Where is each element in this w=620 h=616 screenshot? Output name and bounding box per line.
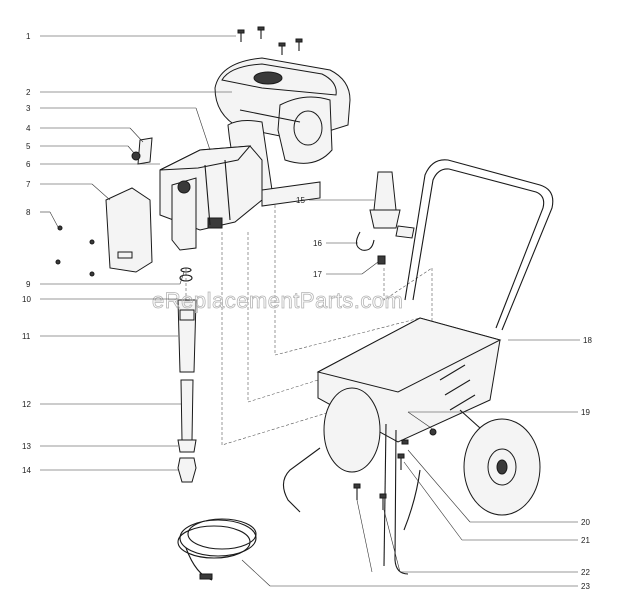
callout-13: 13 xyxy=(22,442,31,451)
gasket-plate xyxy=(131,137,153,165)
callout-6: 6 xyxy=(26,160,31,169)
callout-18: 18 xyxy=(583,336,592,345)
pump-lower-assembly xyxy=(177,267,197,483)
callout-2: 2 xyxy=(26,88,31,97)
callout-21: 21 xyxy=(581,536,590,545)
front-cover xyxy=(55,187,153,277)
top-bolts xyxy=(237,26,303,55)
callout-9: 9 xyxy=(26,280,31,289)
callout-leaders xyxy=(40,35,580,587)
hardware-bolts xyxy=(353,428,437,510)
callout-1: 1 xyxy=(26,32,31,41)
watermark-text: eReplacementParts.com xyxy=(152,288,403,313)
callout-22: 22 xyxy=(581,568,590,577)
callout-5: 5 xyxy=(26,142,31,151)
callout-11: 11 xyxy=(22,332,31,341)
spray-hose xyxy=(177,518,257,581)
callout-7: 7 xyxy=(26,180,31,189)
callout-16: 16 xyxy=(313,239,322,248)
callout-20: 20 xyxy=(581,518,590,527)
callout-17: 17 xyxy=(313,270,322,279)
callout-14: 14 xyxy=(22,466,31,475)
cart-frame xyxy=(282,159,554,575)
callout-numbers: 1 2 3 4 5 6 7 8 9 10 11 12 13 14 15 16 1… xyxy=(22,32,592,591)
callout-8: 8 xyxy=(26,208,31,217)
callout-23: 23 xyxy=(581,582,590,591)
assembly-dashed-lines xyxy=(185,205,433,446)
gearbox-housing xyxy=(159,145,263,251)
callout-15: 15 xyxy=(296,196,305,205)
filter-assembly xyxy=(355,171,415,265)
callout-19: 19 xyxy=(581,408,590,417)
callout-12: 12 xyxy=(22,400,31,409)
callout-4: 4 xyxy=(26,124,31,133)
callout-3: 3 xyxy=(26,104,31,113)
callout-10: 10 xyxy=(22,295,31,304)
